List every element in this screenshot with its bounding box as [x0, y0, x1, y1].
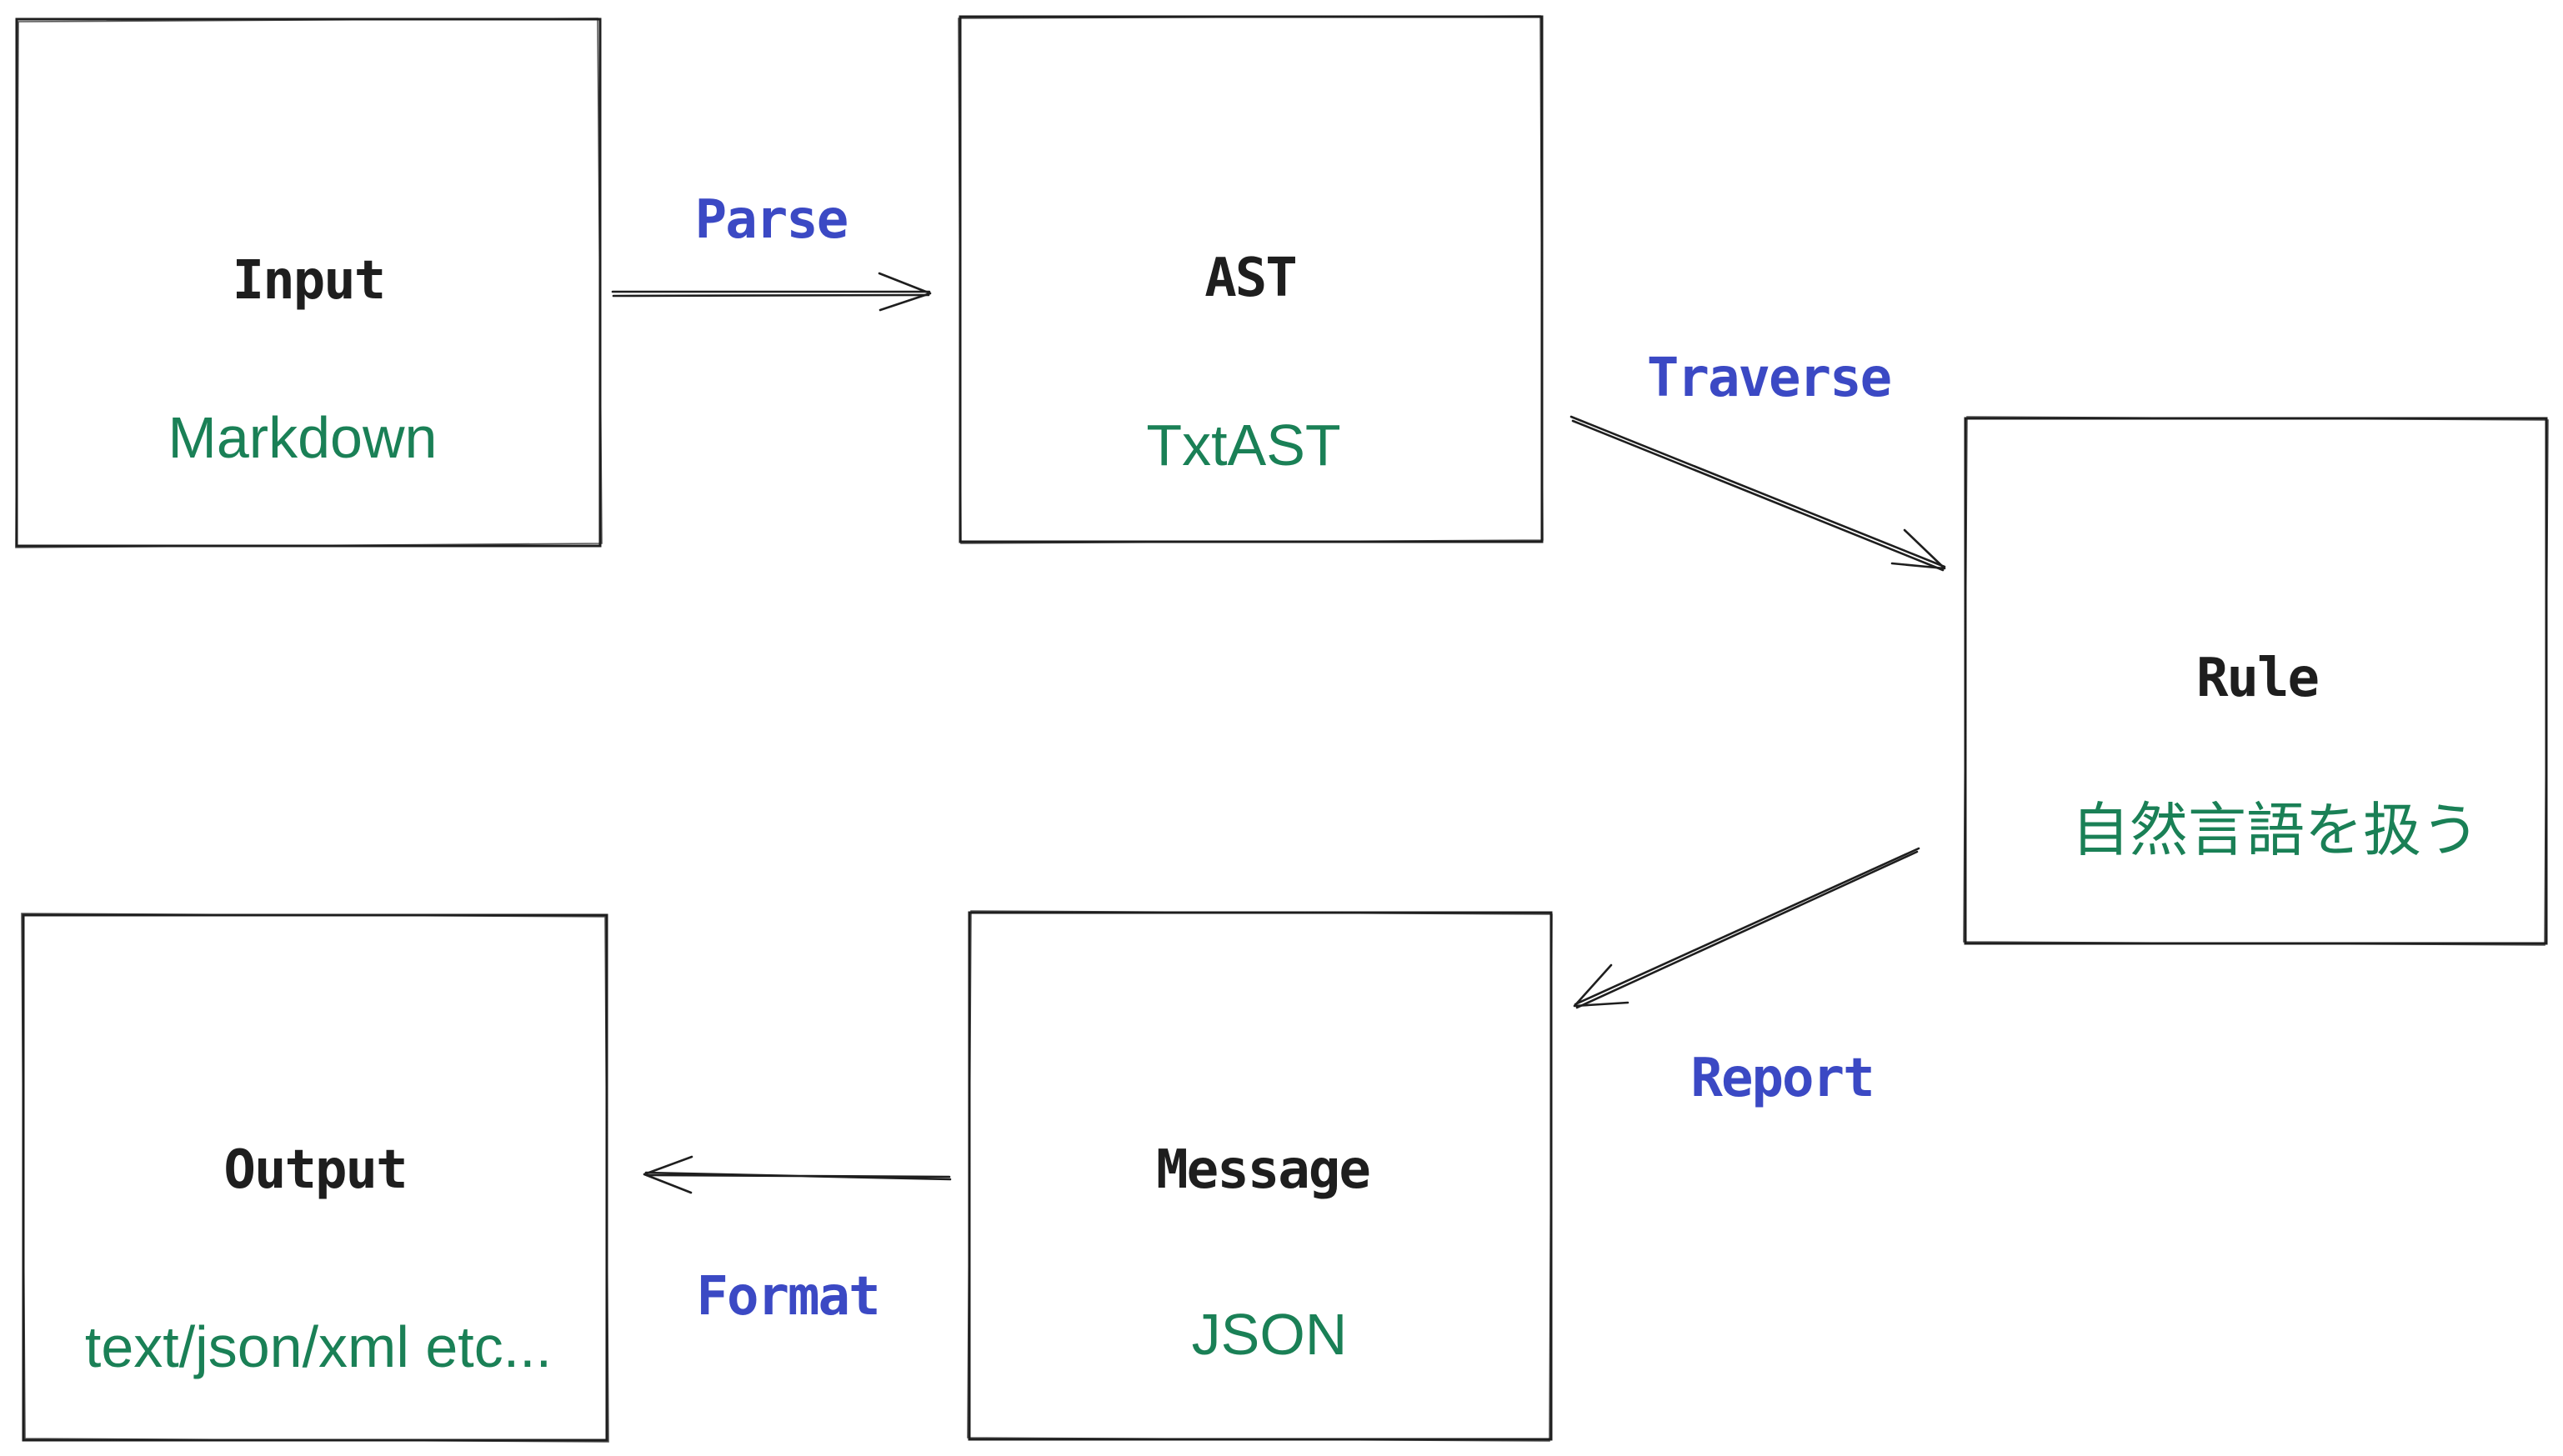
arrow-report-head — [1573, 963, 1629, 1008]
node-message-detail: JSON — [1192, 1302, 1348, 1367]
node-input-detail: Markdown — [168, 405, 438, 470]
node-ast: AST TxtAST — [958, 15, 1544, 544]
edge-traverse-label: Traverse — [1647, 348, 1890, 409]
node-ast-detail: TxtAST — [1146, 413, 1340, 478]
edge-parse-label: Parse — [695, 189, 848, 251]
edge-report-label: Report — [1690, 1048, 1873, 1109]
node-rule-detail: 自然言語を扱う — [2071, 798, 2480, 863]
node-output: Output text/json/xml etc... — [21, 913, 609, 1443]
node-input-title: Input — [233, 250, 385, 312]
arrow-format — [644, 1171, 952, 1181]
edge-traverse: Traverse — [1569, 348, 1946, 572]
edge-format: Format — [643, 1155, 952, 1328]
arrow-format-head — [643, 1155, 693, 1194]
arrow-parse-head — [878, 272, 932, 312]
edge-format-label: Format — [696, 1266, 879, 1328]
node-rule: Rule 自然言語を扱う — [1963, 416, 2549, 946]
arrow-report — [1574, 847, 1920, 1009]
node-input: Input Markdown — [15, 18, 603, 548]
node-rule-title: Rule — [2196, 648, 2318, 709]
node-output-detail: text/json/xml etc... — [85, 1314, 552, 1379]
edge-report: Report — [1573, 847, 1920, 1109]
node-output-title: Output — [223, 1139, 406, 1201]
node-message-title: Message — [1156, 1139, 1369, 1201]
arrow-traverse-head — [1890, 528, 1946, 570]
arrow-parse — [611, 290, 931, 298]
node-ast-title: AST — [1204, 248, 1296, 309]
node-message: Message JSON — [967, 910, 1553, 1442]
edge-parse: Parse — [611, 189, 932, 312]
arrow-traverse — [1569, 415, 1946, 572]
